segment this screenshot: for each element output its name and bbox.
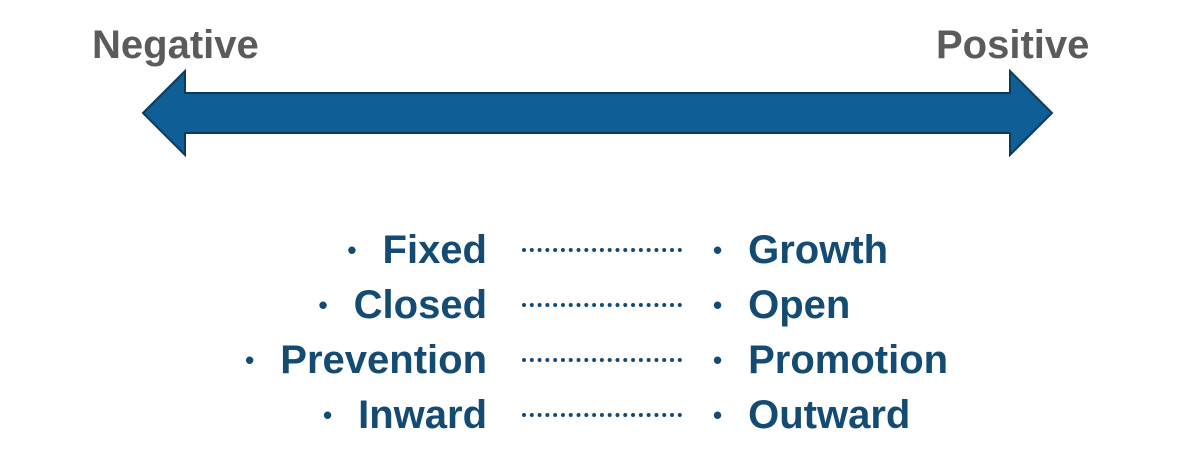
positive-item: • Growth [713,224,888,276]
negative-item-label: Prevention [280,337,487,382]
positive-item-label: Growth [748,227,889,272]
negative-item: • Closed [319,279,487,331]
negative-label: Negative [92,23,259,67]
positive-item-label: Outward [748,392,911,437]
arrow-shape [141,68,1054,158]
dotted-connector [522,358,682,362]
positive-label: Positive [936,23,1090,67]
dotted-connector [522,303,682,307]
bullet-icon: • [347,235,357,265]
negative-item-label: Fixed [382,227,487,272]
negative-item-label: Closed [353,282,487,327]
positive-item: • Open [713,279,850,331]
negative-item: • Fixed [347,224,487,276]
positive-item-label: Open [748,282,851,327]
pair-row: • Closed • Open [0,279,1200,331]
negative-item: • Prevention [245,334,487,386]
positive-item-label: Promotion [748,337,949,382]
pair-row: • Inward • Outward [0,389,1200,441]
positive-item: • Outward [713,389,910,441]
bullet-icon: • [322,400,333,430]
bullet-icon: • [713,345,723,375]
bullet-icon: • [318,290,328,320]
bullet-icon: • [713,235,723,265]
negative-item-label: Inward [358,392,487,437]
positive-item: • Promotion [713,334,948,386]
bullet-icon: • [713,290,723,320]
double-headed-arrow [141,68,1054,158]
dotted-connector [522,248,682,252]
bullet-icon: • [245,345,255,375]
dotted-connector [522,413,682,417]
pair-row: • Fixed • Growth [0,224,1200,276]
pair-row: • Prevention • Promotion [0,334,1200,386]
negative-item: • Inward [323,389,487,441]
bullet-icon: • [713,400,723,430]
